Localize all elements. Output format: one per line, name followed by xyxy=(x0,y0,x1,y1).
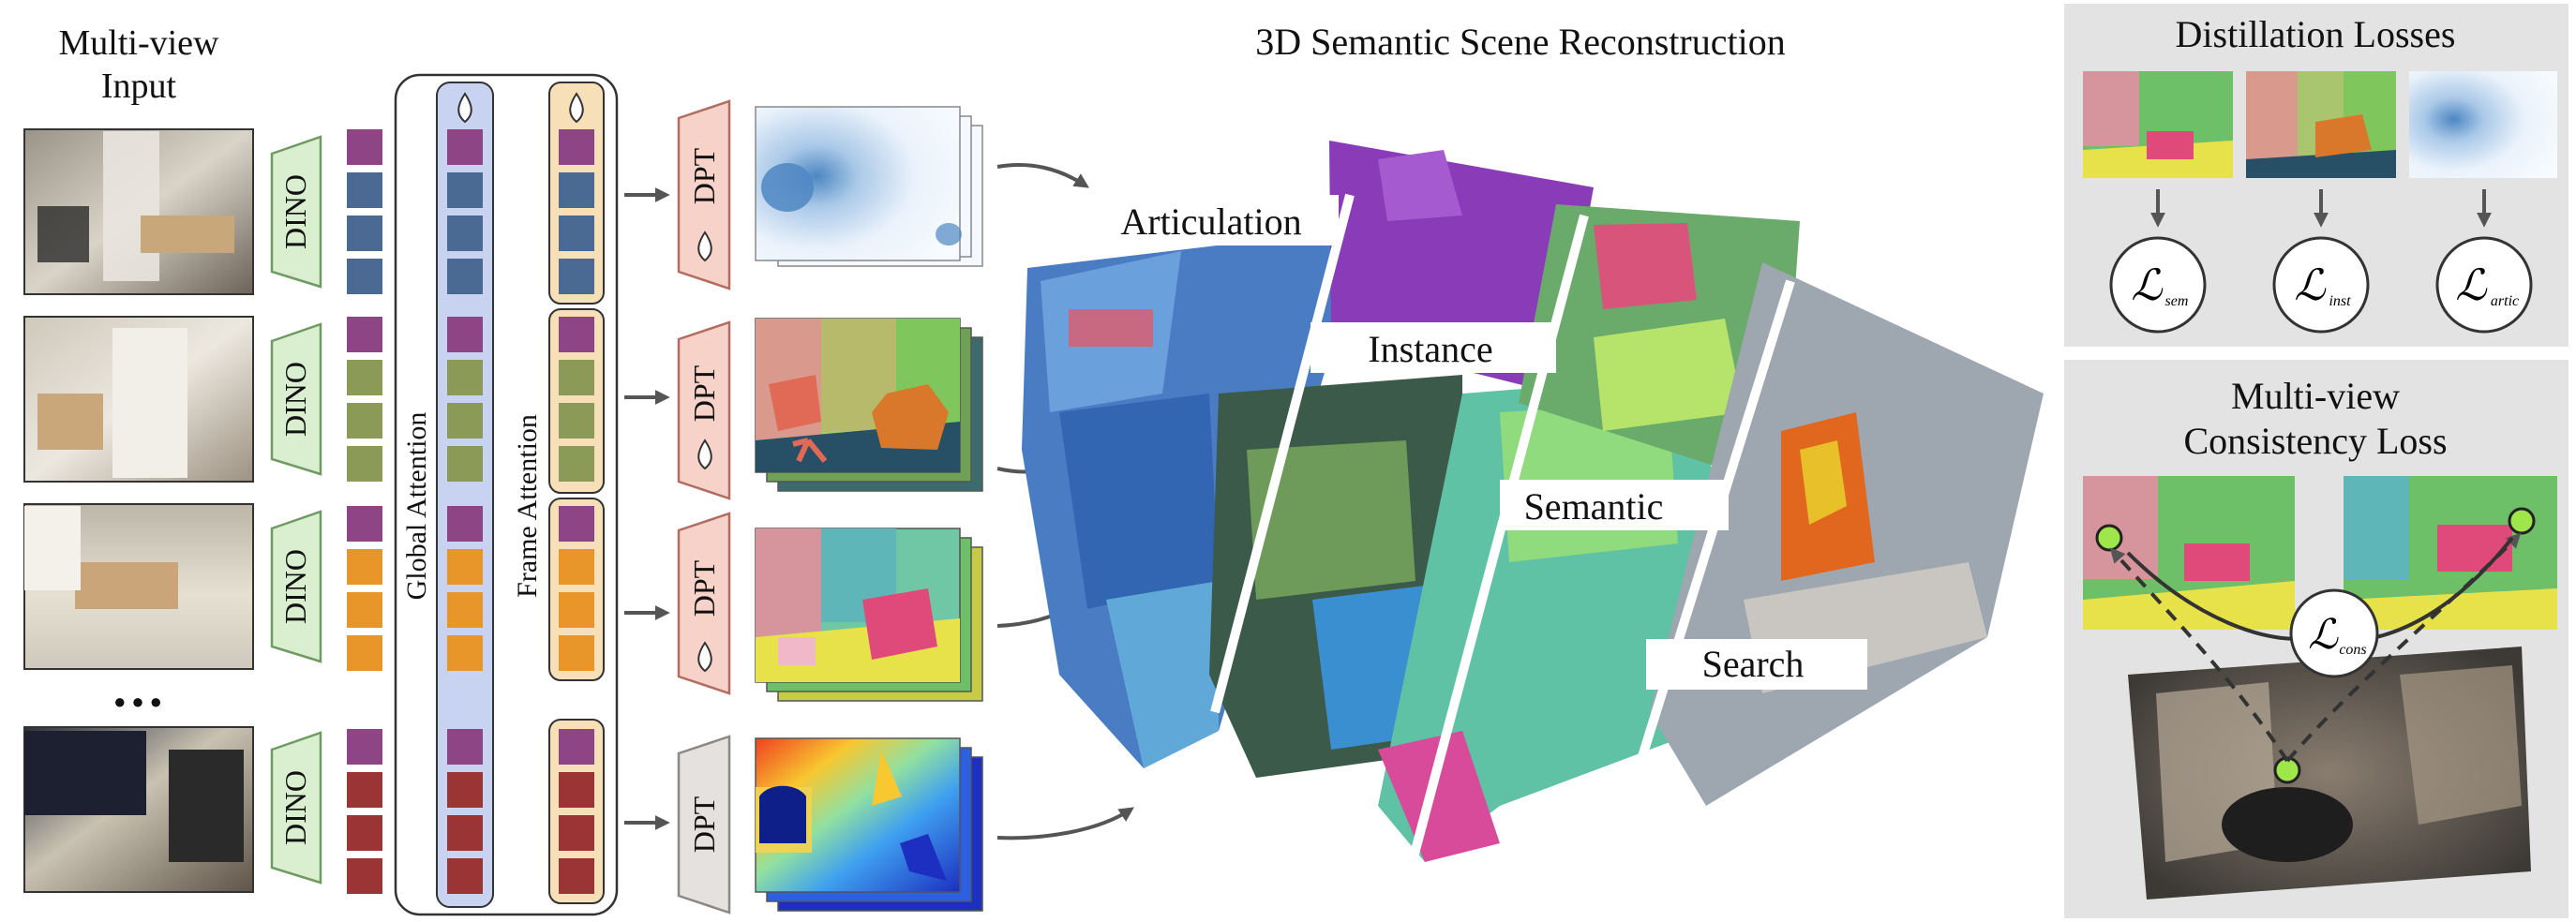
fire-icon xyxy=(697,230,712,262)
dino-encoder-2: DINO xyxy=(270,322,322,476)
scene-reconstruction xyxy=(1022,141,2044,901)
svg-text:ℒ: ℒ xyxy=(2308,612,2339,658)
label-articulation: Articulation xyxy=(1120,201,1301,243)
label-semantic: Semantic xyxy=(1524,485,1664,528)
global-attention-label: Global Attention xyxy=(401,412,432,601)
dpt-decoder-4: DPT xyxy=(677,735,731,915)
svg-text:sem: sem xyxy=(2165,293,2189,309)
articulation-map-stack xyxy=(755,106,983,267)
svg-text:DINO: DINO xyxy=(278,362,312,437)
global-attention-tokens xyxy=(447,129,483,894)
frame-attention-tokens xyxy=(559,129,594,894)
svg-text:DINO: DINO xyxy=(278,174,312,249)
fire-icon xyxy=(569,92,584,124)
svg-text:ℒ: ℒ xyxy=(2294,261,2326,309)
distill-map-semantic xyxy=(2083,71,2233,178)
semantic-map-stack xyxy=(755,528,983,702)
input-ellipsis: ●●● xyxy=(113,690,168,713)
loss-articulation: ℒ artic xyxy=(2435,236,2533,334)
dino-encoder-3: DINO xyxy=(270,510,322,663)
svg-text:ℒ: ℒ xyxy=(2131,261,2163,309)
loss-instance: ℒ inst xyxy=(2272,236,2370,334)
distill-map-instance xyxy=(2246,71,2396,178)
depth-map-stack xyxy=(755,737,983,912)
frame-attention-label: Frame Attention xyxy=(512,414,543,598)
svg-text:DPT: DPT xyxy=(687,364,721,422)
svg-text:artic: artic xyxy=(2491,293,2519,309)
tokens-view-1 xyxy=(347,129,382,294)
dino-encoder-4: DINO xyxy=(270,731,322,885)
fire-icon xyxy=(457,92,472,124)
svg-text:inst: inst xyxy=(2329,293,2351,309)
svg-text:DPT: DPT xyxy=(687,796,721,853)
loss-semantic: ℒ sem xyxy=(2109,236,2207,334)
svg-text:DPT: DPT xyxy=(687,147,721,204)
tokens-view-3 xyxy=(347,506,382,671)
fire-icon xyxy=(697,641,712,673)
label-instance: Instance xyxy=(1368,328,1492,370)
svg-text:ℒ: ℒ xyxy=(2455,261,2487,309)
transformer-block xyxy=(394,73,619,916)
distillation-title: Distillation Losses xyxy=(2176,13,2456,55)
fire-icon xyxy=(697,439,712,470)
input-title-line2: Input xyxy=(101,67,177,106)
dpt-decoder-1: DPT xyxy=(677,99,731,290)
tokens-view-2 xyxy=(347,317,382,482)
input-title-line1: Multi-view xyxy=(59,23,220,63)
svg-text:DINO: DINO xyxy=(278,549,312,624)
svg-text:DPT: DPT xyxy=(687,559,721,617)
svg-text:cons: cons xyxy=(2339,642,2366,658)
distill-map-articulation xyxy=(2409,71,2557,178)
dpt-decoder-2: DPT xyxy=(677,320,731,500)
dpt-decoder-3: DPT xyxy=(677,512,731,695)
tokens-view-4 xyxy=(347,729,382,894)
figure-title: 3D Semantic Scene Reconstruction xyxy=(1255,21,1785,63)
consistency-point-cloud xyxy=(2128,647,2531,900)
svg-text:DINO: DINO xyxy=(278,770,312,845)
consistency-title-line2: Consistency Loss xyxy=(2183,420,2447,462)
consistency-view-right xyxy=(2344,476,2557,630)
instance-map-stack xyxy=(755,318,983,492)
dino-encoder-1: DINO xyxy=(270,135,322,289)
consistency-title-line1: Multi-view xyxy=(2231,375,2400,417)
label-search: Search xyxy=(1702,643,1805,685)
loss-consistency: ℒ cons xyxy=(2289,588,2379,678)
